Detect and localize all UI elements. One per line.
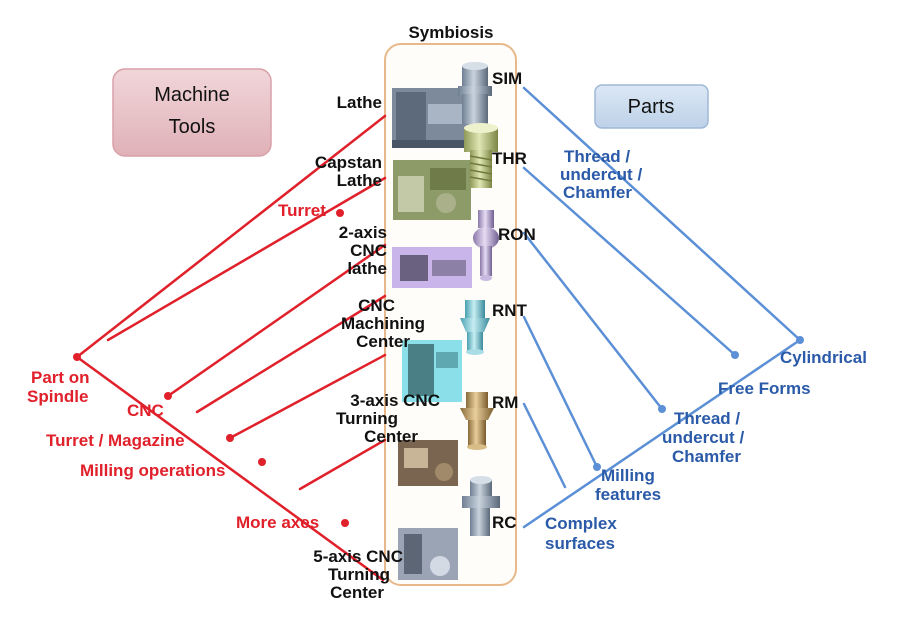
machine-cnc3-line-1: 3-axis CNC xyxy=(350,391,440,410)
machine-capstan-line-2: Lathe xyxy=(337,171,382,190)
feature-milling-features-line-2: features xyxy=(595,485,661,504)
parts-tree xyxy=(522,86,802,529)
diagram-title: Symbiosis xyxy=(408,23,493,42)
machine-cnc2-line-3: lathe xyxy=(347,259,387,278)
feature-thread-top-line-2: undercut / xyxy=(560,165,642,184)
machine-tools-line-2: Tools xyxy=(169,116,216,138)
feature-milling-features-line-1: Milling xyxy=(601,466,655,485)
part-ron-image xyxy=(473,210,499,281)
part-rnt-image xyxy=(460,300,490,355)
machine-tools-line-1: Machine xyxy=(154,84,230,106)
feature-thread-top-line-3: Chamfer xyxy=(563,183,632,202)
machine-cnc2-line-1: 2-axis xyxy=(339,223,387,242)
machine-cnc3-line-2: Turning xyxy=(336,409,398,428)
feature-more-axes: More axes xyxy=(236,513,319,532)
feature-part-on-spindle-line-2: Spindle xyxy=(27,387,88,406)
feature-thread-top-line-1: Thread / xyxy=(564,147,630,166)
machine-cnc5-line-1: 5-axis CNC xyxy=(313,547,403,566)
part-thr-label: THR xyxy=(492,149,527,168)
machine-mc-line-2: Machining xyxy=(341,314,425,333)
part-thr-image xyxy=(464,123,498,188)
parts-nodes xyxy=(593,336,804,471)
feature-thread-mid-line-2: undercut / xyxy=(662,428,744,447)
feature-complex-surfaces-line-1: Complex xyxy=(545,514,617,533)
part-ron-label: RON xyxy=(498,225,536,244)
feature-cylindrical: Cylindrical xyxy=(780,348,867,367)
part-rm-image xyxy=(460,392,494,450)
capstan-lathe-image xyxy=(393,160,471,220)
feature-complex-surfaces-line-2: surfaces xyxy=(545,534,615,553)
machine-tools-nodes xyxy=(73,209,349,527)
parts-box: Parts xyxy=(594,84,709,129)
machine-tools-box: Machine Tools xyxy=(112,68,272,157)
part-sim-image xyxy=(458,62,492,124)
feature-turret-magazine: Turret / Magazine xyxy=(46,431,185,450)
machine-cnc5-line-2: Turning xyxy=(328,565,390,584)
machine-cnc2-line-2: CNC xyxy=(350,241,387,260)
feature-milling-operations: Milling operations xyxy=(80,461,225,480)
machine-mc-line-1: CNC xyxy=(358,296,395,315)
machine-capstan-line-1: Capstan xyxy=(315,153,382,172)
part-rc-label: RC xyxy=(492,513,517,532)
feature-thread-mid-line-1: Thread / xyxy=(674,409,740,428)
machine-tools-tree xyxy=(75,114,387,582)
cnc-lathe-image xyxy=(392,247,472,288)
feature-turret: Turret xyxy=(278,201,326,220)
part-sim-label: SIM xyxy=(492,69,522,88)
turning-center-3axis-image xyxy=(398,440,458,486)
feature-part-on-spindle-line-1: Part on xyxy=(31,368,90,387)
machine-lathe-label: Lathe xyxy=(337,93,382,112)
machine-cnc3-line-3: Center xyxy=(364,427,418,446)
part-rnt-label: RNT xyxy=(492,301,528,320)
part-rm-label: RM xyxy=(492,393,518,412)
feature-free-forms: Free Forms xyxy=(718,379,811,398)
machining-center-image xyxy=(402,340,462,402)
parts-box-label: Parts xyxy=(628,96,675,118)
feature-cnc: CNC xyxy=(127,401,164,420)
turning-center-5axis-image xyxy=(398,528,458,580)
machine-mc-line-3: Center xyxy=(356,332,410,351)
feature-thread-mid-line-3: Chamfer xyxy=(672,447,741,466)
part-rc-image xyxy=(462,476,500,536)
machine-cnc5-line-3: Center xyxy=(330,583,384,602)
